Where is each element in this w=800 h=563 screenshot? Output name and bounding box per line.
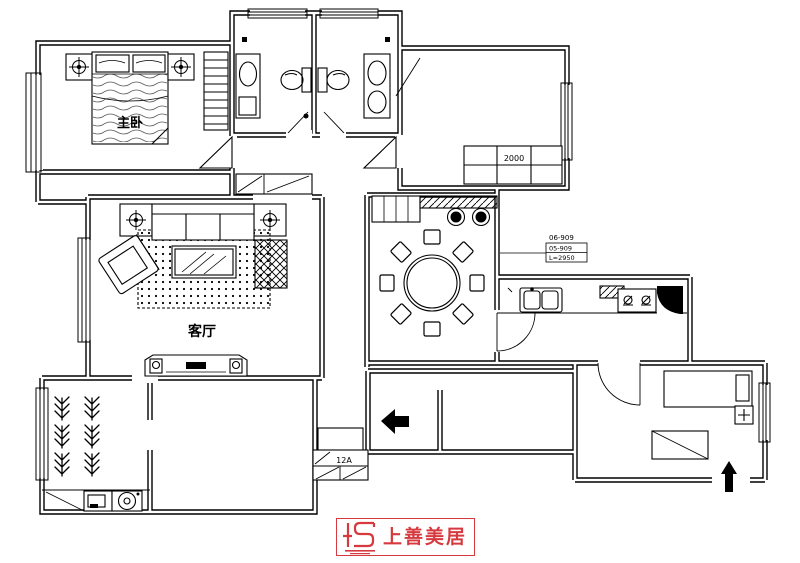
callout-line1: 06-909 [549, 234, 574, 242]
callout-line3: L=2950 [549, 254, 575, 262]
chaise-lattice [254, 239, 288, 289]
top-cabinet-hatch [419, 195, 498, 209]
shoe-cabinet [651, 430, 709, 460]
entrance-arrow-up [721, 461, 737, 492]
tv-stand [144, 354, 248, 377]
master-door-swing [198, 135, 233, 169]
nightstand-right [167, 53, 195, 81]
window-entry [758, 382, 771, 443]
wardrobe-2000: 2000 [463, 145, 563, 185]
washing-machine [111, 490, 143, 512]
bath-detail-right [385, 37, 390, 42]
window-bath-right [319, 8, 379, 19]
sideboard [371, 195, 421, 223]
room-master-bedroom: 主卧 [65, 51, 229, 145]
window-laundry [35, 387, 49, 481]
room-living: 客厅 [98, 203, 288, 377]
entry-bench [663, 370, 753, 408]
corner-diagonal [45, 491, 85, 512]
ensuite-door-leaf [395, 57, 421, 97]
toilet-right [317, 67, 350, 93]
bedroom-door-swing [362, 135, 397, 169]
room-bedroom-top-right: 2000 [198, 135, 563, 185]
vanity-sink-right [363, 53, 391, 119]
plants [54, 396, 100, 477]
window-bath-left [247, 8, 308, 19]
logo-frame: 上善美居 [336, 518, 476, 556]
wall-openings [33, 8, 770, 485]
armchair [98, 234, 160, 295]
floor-drain [303, 113, 309, 119]
shaft-12a: 12A [312, 427, 369, 481]
room-bathrooms [235, 37, 421, 134]
room-laundry-balcony [42, 396, 150, 512]
room-dining [371, 195, 498, 337]
laundry-cabinet [83, 490, 113, 512]
shaft-label: 12A [336, 456, 352, 465]
intercom-box [734, 405, 754, 425]
bath-door-left-leaf [287, 111, 309, 134]
dining-table [403, 254, 461, 312]
room-entry [597, 362, 754, 492]
callout-line2: 05-909 [549, 245, 572, 253]
wardrobe-master [203, 51, 229, 131]
corridor: 12A [312, 409, 409, 481]
path-arrow-left [381, 409, 409, 434]
sofa [151, 203, 255, 241]
callout: 06-909 05-909 L=2950 [500, 234, 588, 263]
stool-left [446, 207, 466, 227]
coffee-table [171, 245, 237, 279]
window-living [77, 237, 91, 343]
label-master-bedroom: 主卧 [117, 115, 143, 131]
vanity-sink-left [235, 53, 261, 119]
window-bedroom-right [560, 82, 573, 161]
logo-mark-icon [343, 521, 376, 555]
brand-logo: 上善美居 [336, 514, 484, 560]
kitchen-door-leaf [496, 312, 536, 352]
logo-text: 上善美居 [383, 525, 468, 548]
bed [91, 51, 169, 145]
window-master-bay [25, 72, 42, 173]
label-living-room: 客厅 [187, 323, 216, 340]
windows [25, 8, 771, 481]
nightstand-left [65, 53, 93, 81]
bath-detail-left [242, 37, 247, 42]
toilet-left [280, 67, 312, 93]
hallway-shaft [235, 173, 313, 195]
gas-stove [617, 288, 657, 313]
corner-unit [657, 286, 683, 314]
entry-door-leaf [597, 362, 641, 406]
wardrobe-dimension: 2000 [504, 154, 524, 163]
stool-right [471, 207, 491, 227]
bath-door-right-leaf [323, 111, 345, 134]
room-kitchen: 06-909 05-909 L=2950 [496, 234, 687, 352]
kitchen-sink [507, 287, 563, 313]
